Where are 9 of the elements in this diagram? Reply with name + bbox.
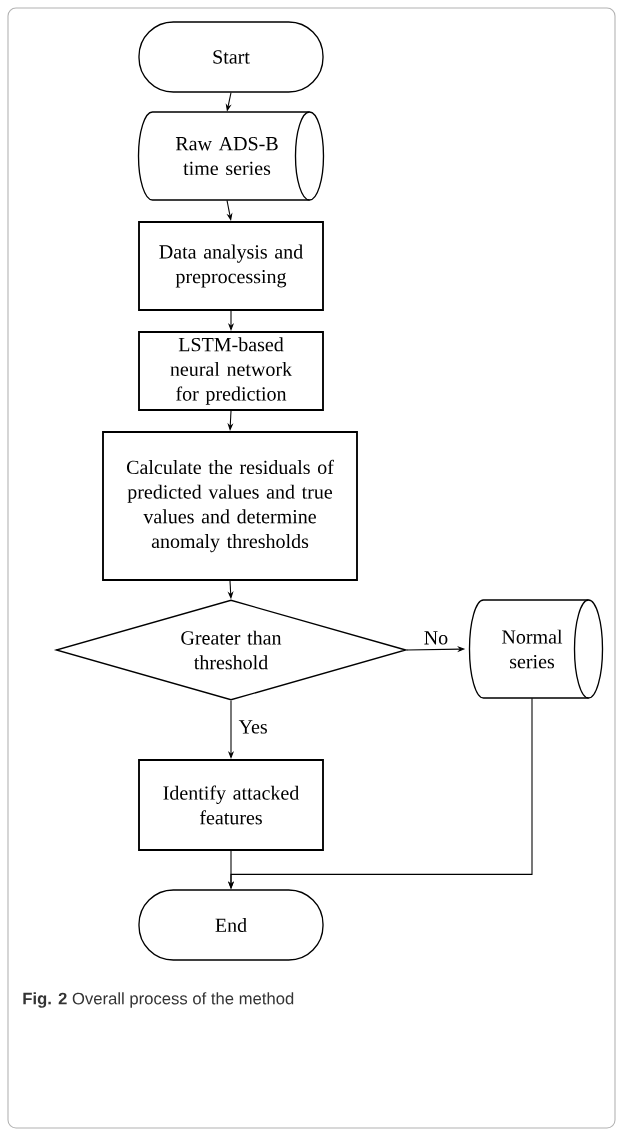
data-cylinder: Raw ADS-B time series — [137, 111, 325, 201]
process-box: Calculate the residuals of predicted values and true values and determine anomaly thresholds — [102, 431, 358, 581]
process-box: Identify attacked features — [138, 759, 324, 851]
data-cylinder: Normal series — [468, 599, 604, 699]
process-box: Data analysis and preprocessing — [138, 221, 324, 311]
caption: Fig. 2 Overall process of the method — [23, 992, 294, 1008]
edge-label: No — [421, 629, 451, 647]
process-box: LSTM-based neural network for prediction — [138, 331, 324, 411]
edge-label: Yes — [236, 718, 270, 736]
